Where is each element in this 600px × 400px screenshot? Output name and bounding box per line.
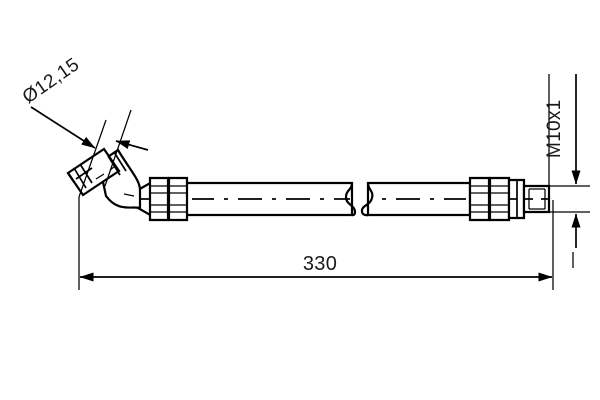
- hose-body: [184, 181, 472, 217]
- left-angled-fitting: [66, 147, 142, 210]
- right-ferrule: [468, 176, 511, 222]
- diameter-label: Ø12,15: [19, 54, 84, 108]
- left-ferrule: [136, 176, 189, 222]
- break-symbol: [344, 182, 374, 217]
- length-label-text: 330: [303, 253, 337, 275]
- thread-dimension: M10x1: [544, 74, 590, 248]
- diameter-inner-arrow: [115, 140, 149, 151]
- right-threaded-fitting: [522, 184, 551, 214]
- thread-label-text: M10x1: [544, 99, 565, 158]
- diameter-label-text: Ø12,15: [19, 54, 84, 108]
- right-hex-nut: [507, 178, 526, 220]
- length-dimension: 330: [78, 197, 574, 290]
